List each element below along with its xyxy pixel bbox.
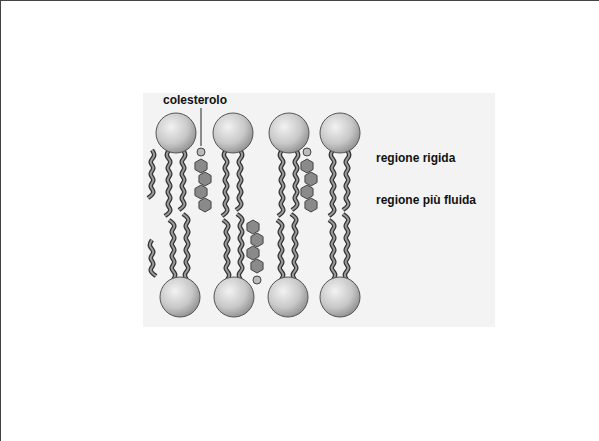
tail-outline [150,240,156,276]
cholesterol-ring [247,220,259,234]
tail [292,150,298,210]
region-label: regione più fluida [376,193,476,207]
cholesterol-ring [195,159,207,173]
tail [165,150,170,216]
tail-outline [183,214,188,280]
tail-outline [223,220,229,280]
cholesterol-ring [251,233,263,247]
tail-outline [278,150,283,216]
phospholipid-head [213,113,253,153]
tail-outline [329,220,335,280]
phospholipid-head [214,277,254,317]
tail-outline [222,150,227,216]
frame-line [0,0,1,441]
tail [150,240,156,276]
tail [343,214,348,280]
phospholipid-heads [156,113,360,317]
cholesterol-molecules [195,148,317,284]
tail [223,220,229,280]
phospholipid-head [269,113,309,153]
tail [236,150,242,210]
tail-outline [292,150,298,210]
tail [222,150,227,216]
tail-outline [169,220,175,280]
cholesterol-ring [301,185,313,199]
tail-outline [329,150,334,216]
region-label: regione rigida [376,151,455,165]
cholesterol-ring [301,159,313,173]
tail [291,214,296,280]
tail [329,150,334,216]
leader-line [201,108,202,146]
cholesterol-ring [199,198,211,212]
tail [343,150,349,210]
phospholipid-head [160,277,200,317]
tail [329,220,335,280]
tail [169,220,175,280]
tail [237,214,242,280]
tail [277,220,283,280]
phospholipid-head [156,113,196,153]
tail-outline [236,150,242,210]
fatty-acid-tails [148,150,349,280]
phospholipid-head [268,277,308,317]
tail-outline [165,150,170,216]
cholesterol-head [303,148,311,156]
illustration-ground [143,93,495,327]
part-label: colesterolo [163,93,227,107]
tail [148,150,154,198]
cholesterol-head [253,276,261,284]
cholesterol-ring [195,185,207,199]
cholesterol-head [197,148,205,156]
cholesterol-ring [247,246,259,260]
tail-outline [237,214,242,280]
tail-outline [343,214,348,280]
cholesterol-ring [305,198,317,212]
frame-line [0,0,599,1]
tail [183,214,188,280]
tail-outline [277,220,283,280]
tail-outline [343,150,349,210]
tail [278,150,283,216]
tail-outline [179,150,185,210]
tail [179,150,185,210]
phospholipid-head [320,113,360,153]
cholesterol-ring [251,259,263,273]
cholesterol-ring [199,172,211,186]
cholesterol-ring [305,172,317,186]
phospholipid-head [320,277,360,317]
tail-outline [291,214,296,280]
tail-outline [148,150,154,198]
